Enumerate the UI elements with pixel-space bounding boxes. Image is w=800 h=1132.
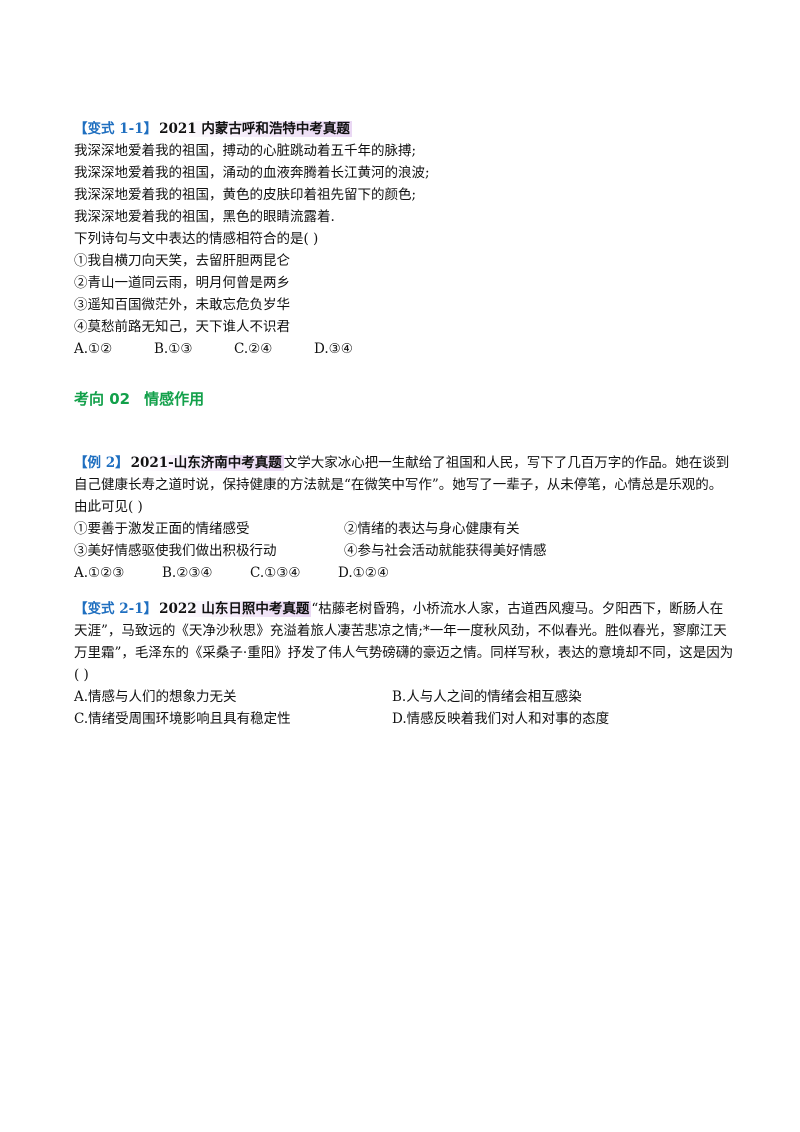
option-a: A.①②③ [74,565,125,581]
section-heading: 考向 02 情感作用 [74,388,204,409]
option-row: C.情绪受周围环境影响且具有稳定性 D.情感反映着我们对人和对事的态度 [74,708,734,730]
choice-item: ②青山一道同云雨，明月何曾是两乡 [74,275,290,291]
choice-item: ③遥知百国微茫外，未敢忘危负岁华 [74,297,290,313]
choice-row: ①要善于激发正面的情绪感受 ②情绪的表达与身心健康有关 [74,518,734,540]
poem-line: 我深深地爱着我的祖国，涌动的血液奔腾着长江黄河的浪波; [74,165,430,181]
poem-line: 我深深地爱着我的祖国，黑色的眼睛流露着. [74,209,335,225]
option-c: C.②④ [234,341,273,357]
choice-item: ④参与社会活动就能获得美好情感 [344,543,547,559]
variant-2-1-stem: 【变式 2-1】2022 山东日照中考真题“枯藤老树昏鸦，小桥流水人家，古道西风… [74,598,734,686]
example-2-block: 【例 2】2021-山东济南中考真题文学大家冰心把一生献给了祖国和人民，写下了几… [74,452,734,584]
option-a: A.①② [74,341,113,357]
variant-1-1-header: 【变式 1-1】2021 内蒙古呼和浩特中考真题 [74,118,734,140]
variant-tag: 【变式 1-1】 [74,121,158,137]
choice-item: ④莫愁前路无知己，天下谁人不识君 [74,319,290,335]
option-b: B.①③ [154,341,193,357]
answer-options: A.①② B.①③ C.②④ D.③④ [74,338,734,360]
poem-line: 我深深地爱着我的祖国，搏动的心脏跳动着五千年的脉搏; [74,143,417,159]
option-b: B.②③④ [162,565,213,581]
option-row: A.情感与人们的想象力无关 B.人与人之间的情绪会相互感染 [74,686,734,708]
choice-item: ①要善于激发正面的情绪感受 [74,521,250,537]
source-label: 2022 山东日照中考真题 [157,601,312,617]
choice-item: ②情绪的表达与身心健康有关 [344,521,520,537]
question-text: 文学大家冰心把一生献给了祖国和人民，写下了几百万字的作品。她在谈到自己健康长寿之… [74,455,730,515]
variant-tag: 【变式 2-1】 [74,601,158,617]
choice-row: ③美好情感驱使我们做出积极行动 ④参与社会活动就能获得美好情感 [74,540,734,562]
choice-item: ①我自横刀向天笑，去留肝胆两昆仑 [74,253,290,269]
choice-item: ③美好情感驱使我们做出积极行动 [74,543,277,559]
example-2-stem: 【例 2】2021-山东济南中考真题文学大家冰心把一生献给了祖国和人民，写下了几… [74,452,734,518]
section-number: 考向 02 [74,390,131,408]
option-a: A.情感与人们的想象力无关 [74,689,237,705]
option-d: D.③④ [314,341,353,357]
option-c: C.情绪受周围环境影响且具有稳定性 [74,711,291,727]
answer-options: A.①②③ B.②③④ C.①③④ D.①②④ [74,562,734,584]
source-label: 2021-山东济南中考真题 [128,455,284,471]
variant-2-1-block: 【变式 2-1】2022 山东日照中考真题“枯藤老树昏鸦，小桥流水人家，古道西风… [74,598,734,730]
question-stem: 下列诗句与文中表达的情感相符合的是( ) [74,231,319,247]
option-b: B.人与人之间的情绪会相互感染 [392,689,582,705]
example-tag: 【例 2】 [74,455,129,471]
section-title: 情感作用 [144,390,205,408]
poem-line: 我深深地爱着我的祖国，黄色的皮肤印着祖先留下的颜色; [74,187,417,203]
option-d: D.情感反映着我们对人和对事的态度 [392,711,610,727]
option-c: C.①③④ [250,565,301,581]
option-d: D.①②④ [338,565,389,581]
question-text: “枯藤老树昏鸦，小桥流水人家，古道西风瘦马。夕阳西下，断肠人在天涯”，马致远的《… [74,601,734,683]
variant-1-1-block: 【变式 1-1】2021 内蒙古呼和浩特中考真题 我深深地爱着我的祖国，搏动的心… [74,118,734,360]
source-label: 2021 内蒙古呼和浩特中考真题 [157,121,352,137]
